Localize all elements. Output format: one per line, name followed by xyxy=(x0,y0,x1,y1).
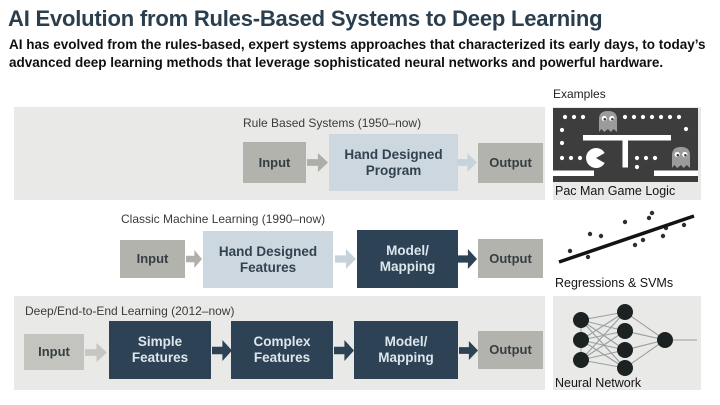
row3-input-box: Input xyxy=(24,334,84,370)
row3-complex-features-box: Complex Features xyxy=(231,321,333,379)
example3-caption: Neural Network xyxy=(555,376,642,390)
arrow-icon xyxy=(335,249,356,269)
row3-simple-features-box: Simple Features xyxy=(109,321,211,379)
row3-model-mapping-box: Model/ Mapping xyxy=(354,321,458,379)
row1-label: Rule Based Systems (1950–now) xyxy=(243,116,422,130)
example2-caption: Regressions & SVMs xyxy=(555,276,674,290)
examples-heading: Examples xyxy=(553,87,606,101)
row2-input-box: Input xyxy=(120,240,185,278)
row2-model-mapping-box: Model/ Mapping xyxy=(357,230,458,288)
row1-output-box: Output xyxy=(478,143,543,183)
network-edges xyxy=(580,311,697,369)
row3-label: Deep/End-to-End Learning (2012–now) xyxy=(25,304,235,318)
row3-output-box: Output xyxy=(478,331,543,369)
row1-hand-designed-program-box: Hand Designed Program xyxy=(329,134,458,191)
pacman-maze-icon xyxy=(553,108,698,182)
example1-caption: Pac Man Game Logic xyxy=(555,184,676,198)
arrow-icon xyxy=(186,250,202,268)
ghost-icon xyxy=(672,147,690,168)
row1-input-box: Input xyxy=(243,142,306,183)
pacman-icon xyxy=(586,148,605,168)
regression-line xyxy=(558,214,695,264)
row2-label: Classic Machine Learning (1990–now) xyxy=(121,212,326,226)
network-nodes xyxy=(573,304,673,376)
page-title: AI Evolution from Rules-Based Systems to… xyxy=(8,6,603,31)
ghost-icon xyxy=(599,111,617,132)
neural-network-icon xyxy=(573,304,697,376)
pellet-dots xyxy=(559,114,689,170)
scatter-regression-icon xyxy=(553,206,701,270)
arrow-icon xyxy=(458,249,477,269)
row2-hand-designed-features-box: Hand Designed Features xyxy=(203,231,333,288)
maze-walls xyxy=(553,135,698,176)
page-subtitle: AI has evolved from the rules-based, exp… xyxy=(9,37,706,70)
row2-output-box: Output xyxy=(478,239,543,278)
